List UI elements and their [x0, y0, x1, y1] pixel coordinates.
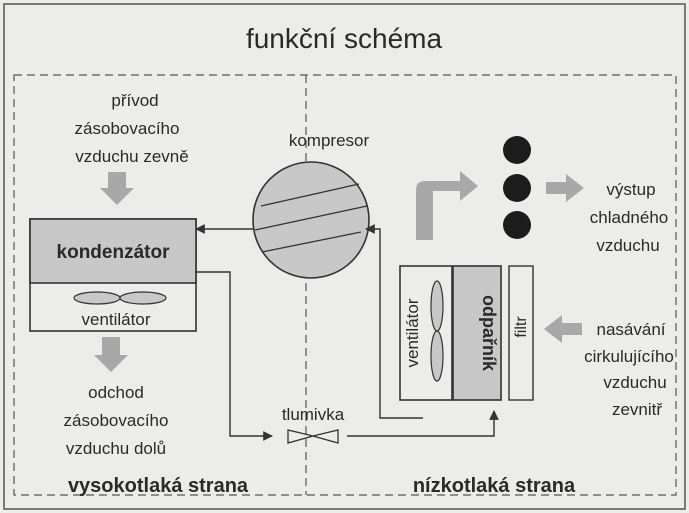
dashed-region [13, 74, 677, 496]
cold-air-arrow [546, 174, 584, 202]
svg-text:chladného: chladného [590, 208, 668, 227]
svg-text:vzduchu zevně: vzduchu zevně [75, 147, 188, 166]
condenser-fan-label: ventilátor [82, 310, 151, 329]
svg-text:cirkulujícího: cirkulujícího [584, 347, 674, 366]
outlet-air-label: odchod zásobovacího vzduchu dolů [64, 383, 169, 458]
svg-text:zásobovacího: zásobovacího [64, 411, 169, 430]
cold-air-elbow-arrow [416, 171, 478, 240]
svg-text:vzduchu: vzduchu [596, 236, 659, 255]
recirc-air-arrow [544, 315, 582, 343]
filter-box [508, 265, 534, 401]
svg-text:nasávání: nasávání [597, 320, 666, 339]
high-pressure-side-label: vysokotlaká strana [68, 475, 249, 497]
diagram-title: funkční schéma [246, 23, 443, 54]
svg-text:výstup: výstup [606, 180, 655, 199]
evaporator-fan-label: ventilátor [403, 298, 422, 367]
svg-text:vzduchu: vzduchu [603, 373, 666, 392]
inlet-air-label: přívod zásobovacího vzduchu zevně [75, 91, 189, 166]
inlet-air-arrow [100, 172, 134, 205]
evaporator-label: odpařník [479, 295, 499, 372]
outlet-air-arrow [94, 337, 128, 372]
evaporator-fan-unit: ventilátor [399, 265, 453, 401]
condenser-label: kondenzátor [57, 242, 171, 263]
compressor-icon [252, 161, 370, 279]
low-pressure-side-label: nízkotlaká strana [413, 475, 576, 497]
refrigerant-lines [195, 224, 499, 441]
svg-text:přívod: přívod [111, 91, 158, 110]
svg-text:zevnitř: zevnitř [612, 400, 662, 419]
throttle-to-evaporator-line [347, 410, 499, 437]
throttle-valve-icon [287, 429, 339, 444]
condenser-to-throttle-line [196, 271, 273, 441]
svg-text:zásobovacího: zásobovacího [75, 119, 180, 138]
throttle-label: tlumivka [282, 405, 345, 424]
filter-label: filtr [513, 316, 530, 338]
condenser-box [29, 218, 197, 284]
cold-air-label: výstup chladného vzduchu [590, 180, 668, 255]
outer-frame [3, 3, 686, 510]
svg-text:odchod: odchod [88, 383, 144, 402]
evaporator-to-compressor-line [365, 224, 423, 419]
compressor-label: kompresor [289, 131, 370, 150]
cold-air-dots [503, 136, 531, 239]
svg-text:vzduchu dolů: vzduchu dolů [66, 439, 166, 458]
condenser-fan-icon [73, 291, 167, 305]
condenser-unit: kondenzátor ventilátor [29, 218, 197, 332]
recirc-air-label: nasávání cirkulujícího vzduchu zevnitř [584, 320, 674, 419]
evaporator-fan-icon [430, 280, 444, 382]
evaporator-box [452, 265, 502, 401]
